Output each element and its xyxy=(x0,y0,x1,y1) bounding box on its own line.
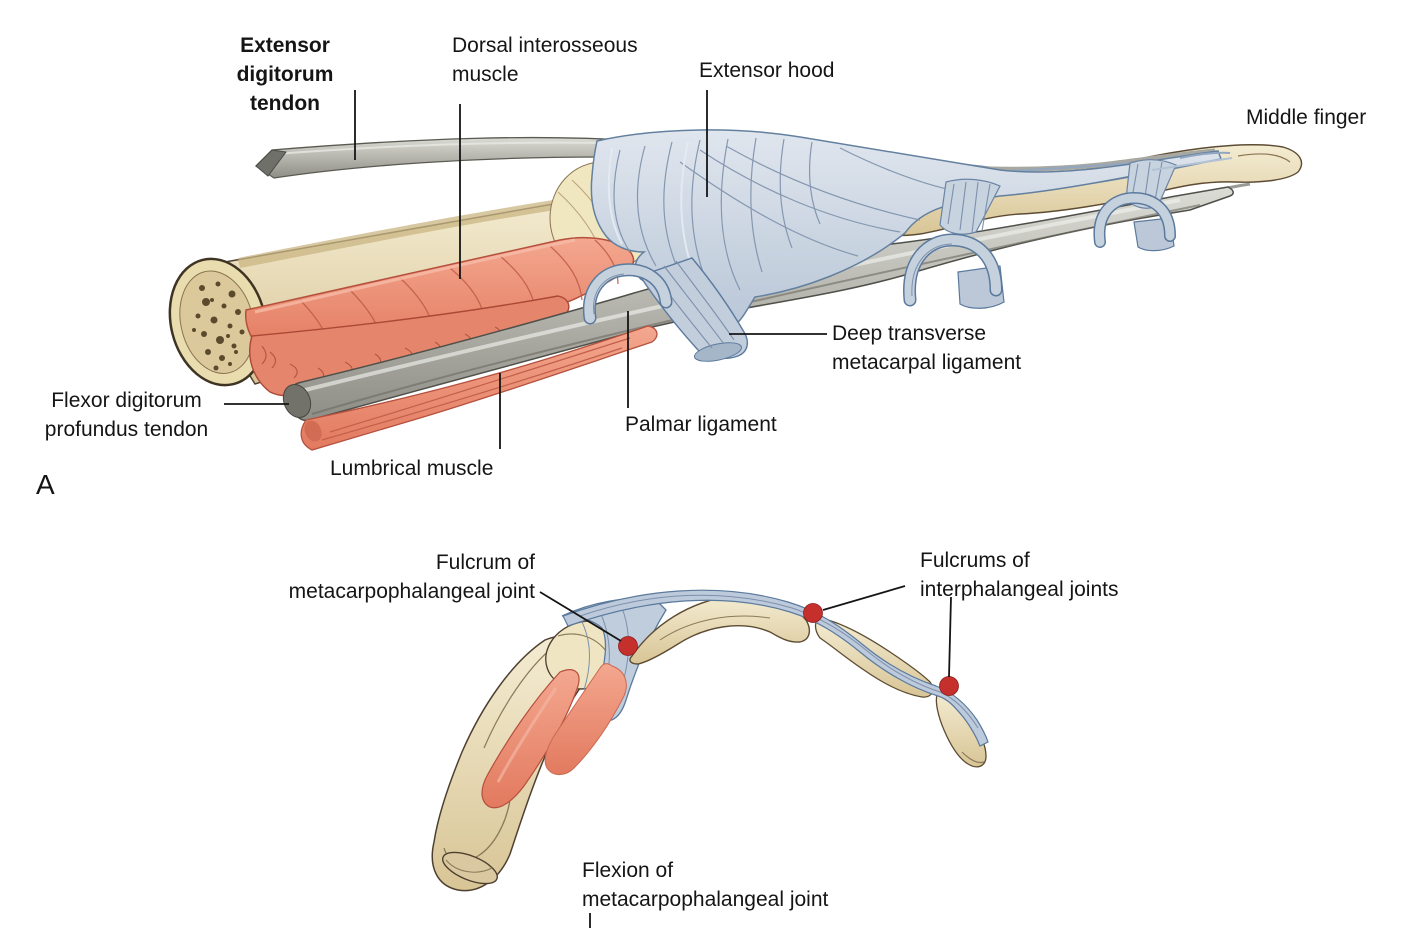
extensor-digitorum-tendon-label: Extensor digitorum tendon xyxy=(236,34,334,115)
deep-transverse-metacarpal-ligament-drawing xyxy=(638,257,749,362)
interosseous-muscle-b-drawing xyxy=(481,669,580,809)
panel-b-leader-lines xyxy=(539,585,952,928)
fulcrum-of-mcp-joint-label: Fulcrum of metacarpophalangeal joint xyxy=(288,551,535,603)
fulcrums-ip-diagonal-leader-line xyxy=(822,585,906,611)
extensor-hood-label: Extensor hood xyxy=(699,59,835,82)
flexion-of-mcp-joint-label: Flexion of metacarpophalangeal joint xyxy=(582,859,829,911)
fulcrums-ip-vertical-leader-line xyxy=(948,596,952,678)
dorsal-interosseous-muscle-label: Dorsal interosseous muscle xyxy=(452,34,638,86)
hood-fiber-striations xyxy=(613,137,961,297)
fulcrum-dot-dip-joint xyxy=(939,676,959,696)
trabecular-speckles xyxy=(192,281,245,371)
lumbrical-b-drawing xyxy=(544,663,627,775)
fulcrums-of-ip-joints-label: Fulcrums of interphalangeal joints xyxy=(920,549,1119,601)
fulcrum-dots xyxy=(618,603,959,696)
fulcrum-mcp-leader-line xyxy=(539,591,622,642)
middle-finger-label: Middle finger xyxy=(1246,106,1367,129)
lumbrical-muscle-drawing xyxy=(300,325,658,451)
panel-letter-a: A xyxy=(36,469,55,500)
fulcrum-dot-mcp-joint xyxy=(618,636,638,656)
panel-b-illustration xyxy=(431,585,989,928)
deep-transverse-metacarpal-ligament-label: Deep transverse metacarpal ligament xyxy=(832,322,1022,374)
palmar-ligament-drawing xyxy=(582,263,673,325)
palmar-ligament-label: Palmar ligament xyxy=(625,413,777,436)
flexor-digitorum-profundus-tendon-label: Flexor digitorum profundus tendon xyxy=(44,389,209,441)
flexor-digitorum-profundus-tendon-drawing xyxy=(282,186,1234,422)
panel-a-illustration xyxy=(168,90,1303,451)
extensor-hood-drawing xyxy=(590,129,1233,338)
panel-a-leader-lines xyxy=(224,90,827,449)
fulcrum-dot-pip-joint xyxy=(803,603,823,623)
lumbrical-muscle-label: Lumbrical muscle xyxy=(330,457,494,480)
